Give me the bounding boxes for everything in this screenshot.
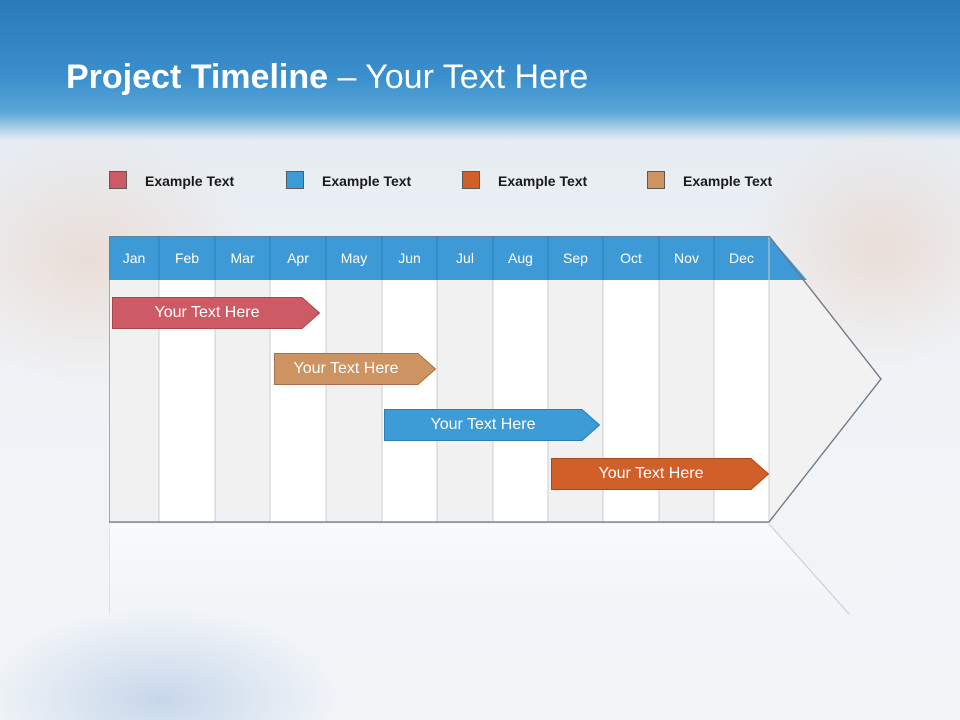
month-label-may: May xyxy=(340,250,368,266)
timeline-grid xyxy=(109,236,882,523)
title-rest: – Your Text Here xyxy=(328,58,589,96)
task-bar-4[interactable]: Your Text Here xyxy=(551,458,769,490)
legend-label: Example Text xyxy=(322,173,412,189)
month-label-sep: Sep xyxy=(563,250,588,266)
legend-swatch xyxy=(286,171,304,189)
month-label-nov: Nov xyxy=(674,250,699,266)
title-bold: Project Timeline xyxy=(66,58,329,96)
task-bar-1[interactable]: Your Text Here xyxy=(112,297,320,329)
slide-title: Project Timeline – Your Text Here xyxy=(66,58,588,97)
legend-swatch xyxy=(647,171,665,189)
month-label-jan: Jan xyxy=(122,250,146,266)
month-label-apr: Apr xyxy=(287,250,309,266)
legend-label: Example Text xyxy=(145,173,235,189)
month-label-mar: Mar xyxy=(230,250,255,266)
legend-label: Example Text xyxy=(683,173,773,189)
month-label-jun: Jun xyxy=(398,250,421,266)
task-bar-3[interactable]: Your Text Here xyxy=(384,409,600,441)
legend-swatch xyxy=(462,171,480,189)
legend-swatch xyxy=(109,171,127,189)
task-label: Your Text Here xyxy=(598,465,704,482)
month-label-oct: Oct xyxy=(620,250,642,266)
task-bar-2[interactable]: Your Text Here xyxy=(274,353,436,385)
task-label: Your Text Here xyxy=(430,416,536,433)
legend-label: Example Text xyxy=(498,173,588,189)
task-label: Your Text Here xyxy=(154,304,260,321)
month-label-aug: Aug xyxy=(508,250,533,266)
month-label-jul: Jul xyxy=(456,250,474,266)
task-label: Your Text Here xyxy=(293,360,399,377)
month-label-feb: Feb xyxy=(174,250,200,266)
header-band xyxy=(0,0,960,140)
month-label-dec: Dec xyxy=(729,250,754,266)
